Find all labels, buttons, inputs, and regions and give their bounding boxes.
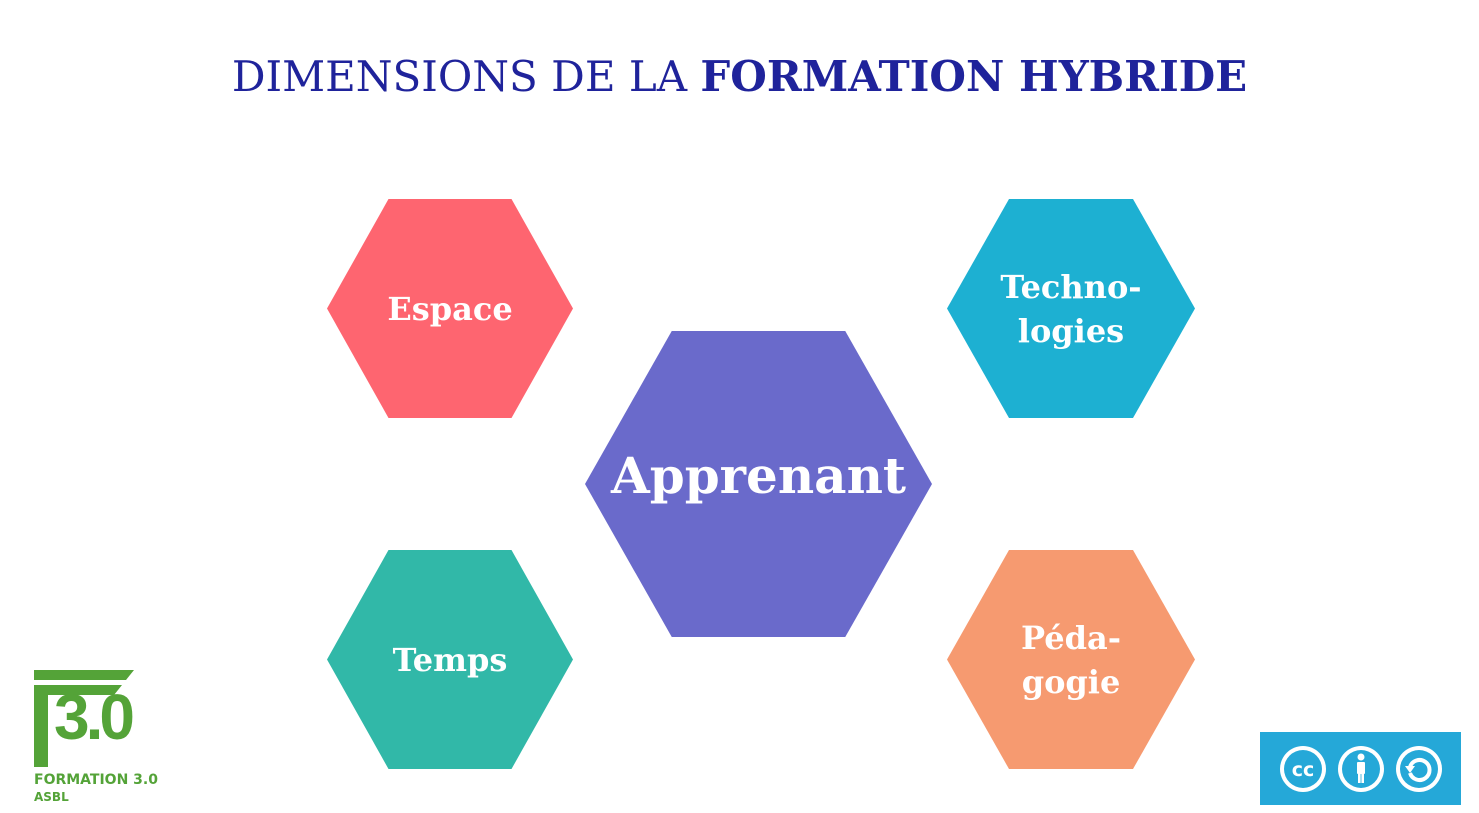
- cc-license-badge: cc: [1260, 732, 1461, 805]
- title-part-light: DIMENSIONS DE LA: [231, 52, 701, 101]
- hexagon-technologies: Techno- logies: [947, 199, 1195, 418]
- hexagon-pedagogie-line1: Péda-: [1021, 618, 1121, 657]
- hexagon-technologies-line1: Techno-: [1000, 267, 1142, 306]
- title-part-bold: FORMATION HYBRIDE: [700, 52, 1248, 101]
- hexagon-apprenant-label: Apprenant: [610, 445, 907, 505]
- hexagon-espace-label: Espace: [387, 289, 513, 328]
- hexagon-espace: Espace: [327, 199, 573, 418]
- hexagon-technologies-line2: logies: [1017, 311, 1125, 350]
- logo-text: FORMATION 3.0: [34, 772, 158, 788]
- cc-icon: cc: [1280, 746, 1326, 792]
- logo-subtext: ASBL: [34, 790, 69, 804]
- svg-text:3.0: 3.0: [54, 681, 132, 753]
- slide-title: DIMENSIONS DE LA FORMATION HYBRIDE: [0, 52, 1479, 101]
- hexagon-temps: Temps: [327, 550, 573, 769]
- sa-icon: [1396, 746, 1442, 792]
- hexagon-pedagogie-line2: gogie: [1021, 662, 1121, 701]
- svg-text:cc: cc: [1292, 759, 1315, 781]
- hexagon-pedagogie: Péda- gogie: [947, 550, 1195, 769]
- hexagon-apprenant: Apprenant: [585, 331, 932, 637]
- by-icon: [1338, 746, 1384, 792]
- hexagon-temps-label: Temps: [392, 640, 508, 679]
- formation-logo-icon: 3.0: [34, 670, 136, 767]
